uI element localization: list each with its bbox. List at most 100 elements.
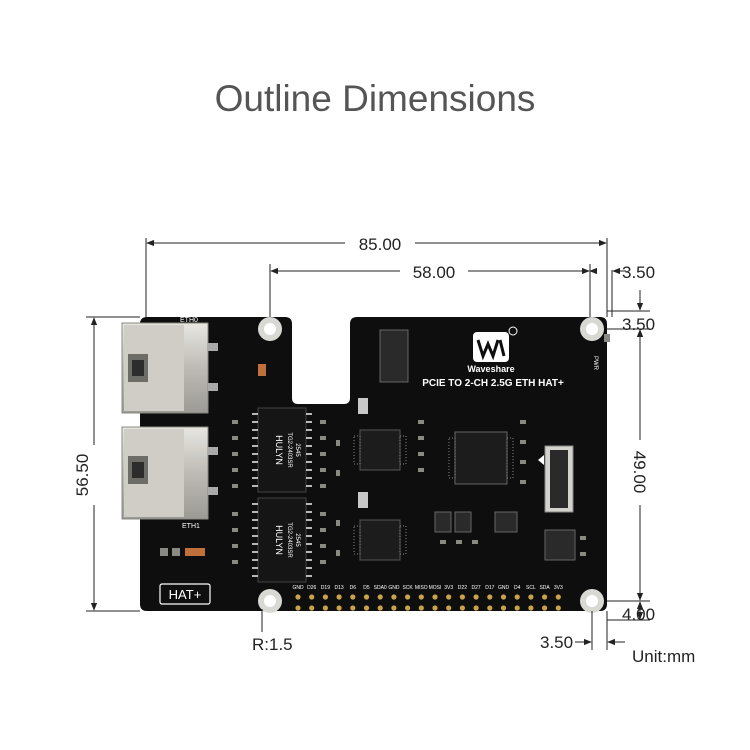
waveshare-logo bbox=[473, 326, 518, 362]
hat-badge-frame bbox=[159, 583, 211, 605]
gpio-pin bbox=[418, 605, 424, 611]
gpio-pin bbox=[446, 594, 452, 600]
regulator-chips bbox=[379, 329, 576, 561]
gpio-label-bottom: GND bbox=[429, 617, 441, 623]
transformer-lower: HULYN TG2-2403SR 2545 bbox=[252, 497, 312, 583]
transformer-upper: HULYN TG2-2403SR 2545 bbox=[252, 407, 312, 493]
gpio-label-bottom: CE0 bbox=[403, 617, 413, 623]
gpio-label-bottom: D16 bbox=[321, 617, 330, 623]
gpio-pin bbox=[309, 605, 315, 611]
gpio-label-top: 3V3 bbox=[444, 585, 453, 591]
dim-bottom-right-offset: 3.50 bbox=[540, 633, 573, 652]
gpio-label-bottom: SCL0 bbox=[374, 617, 387, 623]
gpio-pin bbox=[542, 594, 548, 600]
gpio-pin bbox=[405, 605, 411, 611]
gpio-pin bbox=[363, 605, 370, 611]
gpio-label-bottom: TX bbox=[514, 617, 521, 623]
gpio-pin bbox=[377, 594, 383, 600]
gpio-pin bbox=[336, 594, 342, 600]
gpio-label-top: D27 bbox=[472, 585, 481, 591]
gpio-pin bbox=[432, 594, 438, 600]
dimension-lines bbox=[86, 238, 650, 650]
gpio-label-top: D5 bbox=[363, 585, 370, 591]
dim-hole-spacing-x: 58.00 bbox=[413, 263, 456, 282]
gpio-pin bbox=[350, 605, 356, 611]
brand-label: Waveshare bbox=[467, 364, 514, 374]
gpio-label-top: D22 bbox=[458, 585, 467, 591]
gpio-label-bottom: D21 bbox=[293, 617, 302, 623]
mounting-hole-bottom-left bbox=[258, 589, 282, 613]
rj45-jack-eth1 bbox=[121, 426, 218, 520]
pcie-switch-chip bbox=[448, 431, 514, 485]
gpio-pin bbox=[487, 594, 493, 600]
gpio-pin bbox=[309, 594, 315, 600]
gpio-label-bottom: D18 bbox=[485, 617, 494, 623]
gpio-pin bbox=[418, 594, 424, 600]
mounting-hole-top-left bbox=[258, 317, 282, 341]
gpio-label-top: SDA0 bbox=[374, 585, 387, 591]
dim-right-offset: 3.50 bbox=[622, 263, 655, 282]
gpio-label-top: SCK bbox=[402, 585, 413, 591]
gpio-pin bbox=[487, 605, 493, 611]
gpio-pin bbox=[473, 605, 479, 611]
gpio-label-bottom: GND bbox=[334, 617, 346, 623]
gpio-pin bbox=[555, 605, 561, 611]
hat-badge: HAT+ bbox=[169, 587, 202, 602]
gpio-label-bottom: CE1 bbox=[389, 617, 399, 623]
gpio-label-bottom: D20 bbox=[307, 617, 316, 623]
gpio-label-bottom: D24 bbox=[444, 617, 453, 623]
product-name-label: PCIE TO 2-CH 2.5G ETH HAT+ bbox=[422, 378, 564, 389]
gpio-pin bbox=[363, 594, 370, 600]
gpio-label-top: GND bbox=[292, 585, 304, 591]
gpio-label-top: D26 bbox=[307, 585, 316, 591]
unit-label: Unit:mm bbox=[632, 647, 695, 666]
gpio-pin bbox=[295, 605, 301, 611]
dim-overall-height: 56.50 bbox=[73, 454, 92, 497]
transformer-brand-lower: HULYN bbox=[274, 525, 284, 555]
page-title: Outline Dimensions bbox=[214, 78, 536, 119]
dim-overall-width: 85.00 bbox=[359, 235, 402, 254]
gpio-pin bbox=[459, 594, 465, 600]
gpio-pin bbox=[405, 594, 411, 600]
gpio-pin bbox=[555, 594, 561, 600]
transformer-code-lower: 2545 bbox=[294, 533, 300, 547]
transformer-code: 2545 bbox=[294, 443, 300, 457]
rj45-jack-eth0 bbox=[121, 322, 218, 414]
gpio-label-top: SDA bbox=[539, 585, 550, 591]
transformer-part-lower: TG2-2403SR bbox=[286, 522, 292, 558]
gpio-label-bottom: D25 bbox=[417, 617, 426, 623]
gpio-label-top: MOSI bbox=[429, 585, 442, 591]
gpio-pin bbox=[473, 594, 479, 600]
gpio-label-top: 3V3 bbox=[554, 585, 563, 591]
fpc-pcie-connector bbox=[538, 445, 574, 513]
gpio-pin bbox=[528, 594, 534, 600]
gpio-pin bbox=[514, 594, 520, 600]
dim-corner-radius: R:1.5 bbox=[252, 635, 293, 654]
gpio-label-top: D13 bbox=[335, 585, 344, 591]
transformer-brand: HULYN bbox=[274, 435, 284, 465]
gpio-label-top: D19 bbox=[321, 585, 330, 591]
gpio-label-bottom: RX bbox=[500, 617, 508, 623]
gpio-label-top: D17 bbox=[485, 585, 494, 591]
gpio-pin bbox=[528, 605, 534, 611]
dim-bottom-offset: 4.00 bbox=[622, 605, 655, 624]
gpio-label-top: D6 bbox=[350, 585, 357, 591]
ethernet-controller-chip-2 bbox=[353, 519, 407, 561]
gpio-pin bbox=[500, 605, 507, 611]
gpio-label-bottom: GND bbox=[471, 617, 483, 623]
gpio-pin bbox=[459, 605, 465, 611]
gpio-label-bottom: D12 bbox=[348, 617, 357, 623]
gpio-pin bbox=[542, 605, 548, 611]
gpio-pin bbox=[432, 605, 438, 611]
misc-passives bbox=[418, 334, 610, 556]
gpio-label-bottom: 5V bbox=[542, 617, 549, 623]
gpio-pin bbox=[391, 594, 397, 600]
mounting-hole-top-right bbox=[580, 317, 604, 341]
gpio-label-top: GND bbox=[388, 585, 400, 591]
mounting-hole-bottom-right bbox=[580, 589, 604, 613]
passive-components bbox=[160, 364, 368, 564]
transformer-part: TG2-2403SR bbox=[286, 432, 292, 468]
gpio-pin bbox=[514, 605, 520, 611]
